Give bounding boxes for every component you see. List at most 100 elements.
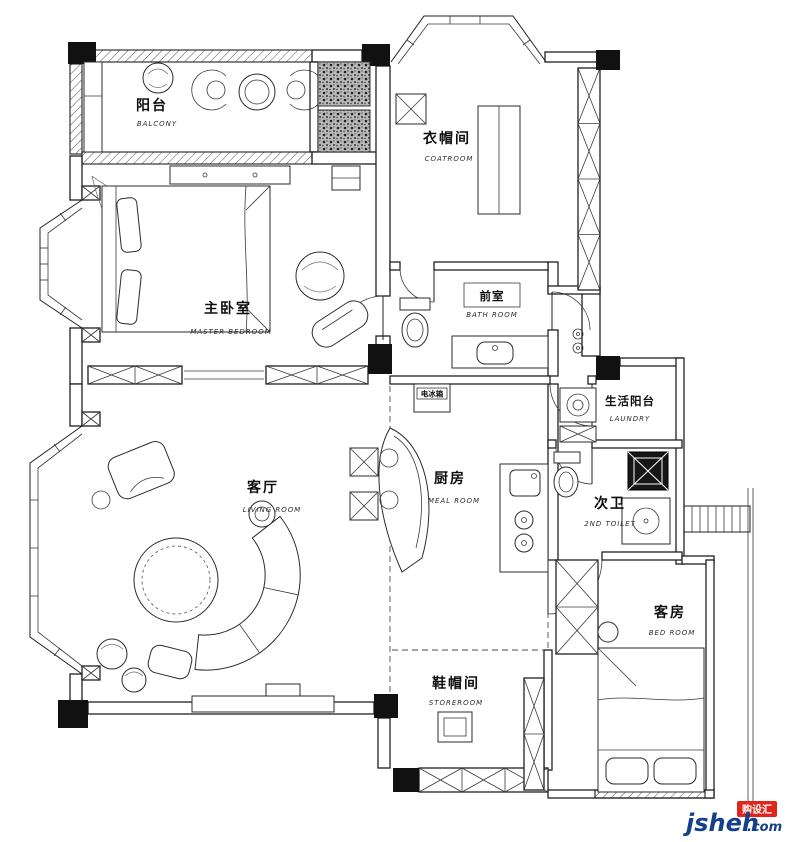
- fridge: [413, 383, 451, 413]
- chair: [379, 448, 399, 468]
- watermark-name: jsheh: [682, 809, 759, 837]
- furniture-coatroom: [395, 93, 521, 215]
- furniture-master-bedroom: [91, 165, 369, 348]
- furniture-guest-room: [555, 559, 705, 793]
- bay-pier: [81, 665, 101, 681]
- column: [58, 700, 88, 728]
- furniture-kitchen: 电冰箱: [349, 383, 549, 573]
- vestibule-label-zh: 前室: [480, 289, 505, 303]
- vanity-counter: [621, 497, 671, 545]
- plant: [142, 62, 174, 94]
- watermark-badge-text: 购设汇: [742, 803, 772, 816]
- label-second-bath: 次卫 2ND TOILET: [584, 495, 636, 528]
- pillow: [653, 757, 697, 785]
- dresser: [169, 165, 291, 185]
- bedside-table: [597, 621, 619, 643]
- tv: [265, 683, 301, 697]
- furniture-storeroom: [437, 711, 473, 743]
- column: [393, 768, 419, 792]
- column: [596, 50, 620, 70]
- guest-room-label-en: BED ROOM: [649, 629, 696, 637]
- door-corridor: [551, 291, 591, 331]
- guest-wardrobe: [555, 559, 599, 655]
- label-shoe-room: 鞋帽间 STOREROOM: [429, 675, 482, 707]
- balcony-label-en: BALCONY: [137, 120, 177, 128]
- living-room-label-en: LIVING ROOM: [243, 506, 301, 514]
- plant: [121, 667, 147, 693]
- bay-pier: [81, 411, 101, 427]
- vestibule-label-en: BATH ROOM: [466, 311, 518, 319]
- bench: [147, 644, 193, 680]
- toilet-bowl: [553, 466, 579, 498]
- furniture-balcony: [83, 61, 371, 153]
- living-room-label-zh: 客厅: [246, 479, 279, 496]
- coatroom-label-zh: 衣帽间: [423, 130, 471, 147]
- storeroom-table: [437, 711, 473, 743]
- kitchen-label-en: MEAL ROOM: [428, 497, 480, 505]
- master-bedroom-label-en: MASTER BEDROOM: [190, 328, 271, 336]
- furniture-vestibule: [399, 297, 584, 369]
- toilet-tank: [399, 297, 431, 311]
- floor-drain: [572, 328, 584, 340]
- watermark-badge: [737, 801, 777, 817]
- second-bath-label-zh: 次卫: [594, 495, 626, 512]
- watermark-logo: 购设汇 jsheh .com: [682, 801, 782, 837]
- round-rug: [133, 537, 219, 623]
- decor-stone: [317, 61, 371, 107]
- furniture-laundry: [559, 387, 597, 443]
- coatroom-wall-panels: [577, 67, 601, 291]
- plant: [295, 251, 345, 301]
- burner: [514, 533, 534, 553]
- laundry-label-zh: 生活阳台: [605, 394, 655, 408]
- balcony-inner-window: [81, 151, 313, 165]
- armchair: [107, 441, 175, 500]
- shower: [627, 451, 669, 491]
- label-vestibule: 前室 BATH ROOM: [463, 282, 521, 319]
- plant: [96, 638, 128, 670]
- living-bay-window: [29, 411, 101, 681]
- ac-platform: [683, 505, 751, 533]
- toilet-bowl: [401, 312, 429, 348]
- column: [68, 42, 96, 64]
- room-labels: 阳台 BALCONY 衣帽间 COATROOM 主卧室 MASTER BEDRO…: [136, 97, 696, 707]
- shoe-room-label-zh: 鞋帽间: [432, 675, 480, 692]
- label-kitchen: 厨房 MEAL ROOM: [428, 470, 480, 505]
- door-vestibule: [399, 267, 435, 303]
- chaise: [311, 300, 369, 348]
- label-laundry: 生活阳台 LAUNDRY: [605, 394, 655, 423]
- pillow: [116, 269, 142, 325]
- label-balcony: 阳台 BALCONY: [136, 97, 177, 128]
- coatroom-label-en: COATROOM: [425, 155, 474, 163]
- laundry-label-en: LAUNDRY: [610, 415, 650, 423]
- second-bath-label-en: 2ND TOILET: [584, 520, 636, 528]
- side-table: [248, 500, 276, 528]
- kitchen-sink: [509, 469, 541, 497]
- sofa: [194, 515, 301, 671]
- boundary-line: [747, 488, 754, 808]
- balcony-label-zh: 阳台: [136, 97, 168, 114]
- guest-room-label-zh: 客房: [653, 604, 686, 621]
- side-table: [91, 490, 111, 510]
- balcony-left-window: [69, 63, 83, 155]
- pillow: [116, 197, 142, 253]
- tv-console: [191, 695, 335, 713]
- column: [596, 356, 620, 380]
- column: [362, 44, 390, 66]
- decor-stone: [317, 109, 371, 153]
- column: [374, 694, 398, 718]
- watermark-tld: .com: [747, 820, 782, 835]
- bay-pier: [81, 185, 101, 201]
- label-guest-room: 客房 BED ROOM: [649, 604, 696, 637]
- chair: [379, 490, 399, 510]
- bedroom-living-divider: [87, 365, 369, 385]
- columns: [58, 42, 620, 792]
- kitchen-label-zh: 厨房: [434, 470, 466, 487]
- balcony-table: [238, 73, 276, 111]
- washing-machine: [559, 387, 597, 423]
- floor-drain: [572, 342, 584, 354]
- bay-pier: [81, 327, 101, 343]
- column: [368, 344, 392, 374]
- fridge-label: 电冰箱: [421, 389, 444, 399]
